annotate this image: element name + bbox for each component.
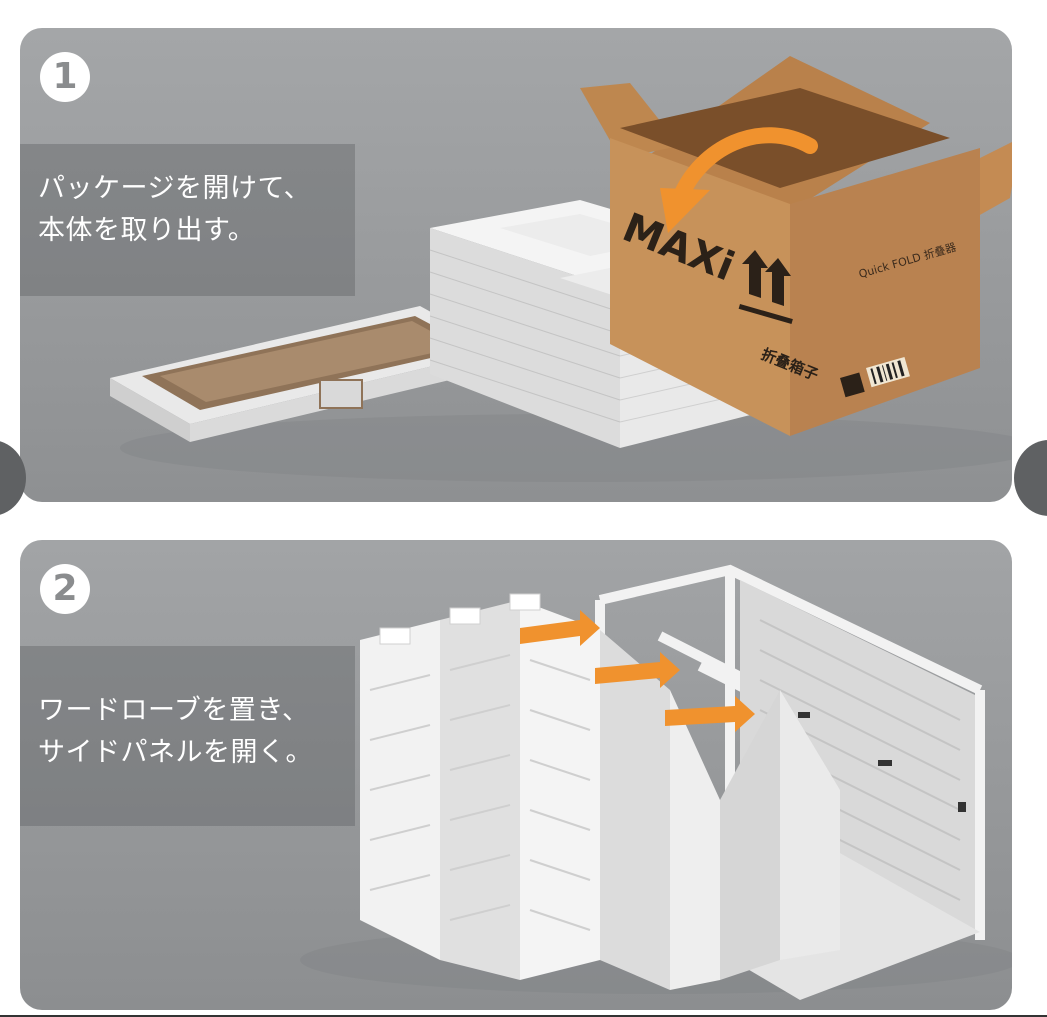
step-1-illustration: MAXi Quick FOLD 折叠器 折叠箱子 [110,56,1012,482]
step-caption: パッケージを開けて、 本体を取り出す。 [38,168,311,252]
step-caption-line: サイドパネルを開く。 [38,737,313,768]
step-caption-line: ワードローブを置き、 [38,695,310,726]
next-slide-button[interactable] [1014,440,1047,516]
latch-icon [798,712,966,812]
this-side-up-icon [738,250,793,324]
caption-band [20,646,355,826]
qr-code-icon [839,372,865,398]
step-number-badge: 1 [40,52,90,102]
step-number-badge: 2 [40,564,90,614]
step-caption-line: パッケージを開けて、 [38,173,312,204]
step-caption-line: 本体を取り出す。 [38,215,256,246]
bottom-divider [0,1015,1047,1017]
orange-arrow-icon [595,652,680,688]
lid-tray [110,306,500,442]
orange-arrow-icon [520,610,600,646]
step-2-panel: 2 ワードローブを置き、 サイドパネルを開く。 [20,540,1012,1010]
barcode-icon [866,356,910,388]
orange-arrow-icon [665,696,755,732]
caption-band [20,144,355,296]
step-caption: ワードローブを置き、 サイドパネルを開く。 [38,690,313,774]
curved-arrow-icon [660,127,818,233]
step-1-panel: MAXi Quick FOLD 折叠器 折叠箱子 [20,28,1012,502]
step-2-illustration [300,564,1012,1000]
side-panels [360,593,840,990]
